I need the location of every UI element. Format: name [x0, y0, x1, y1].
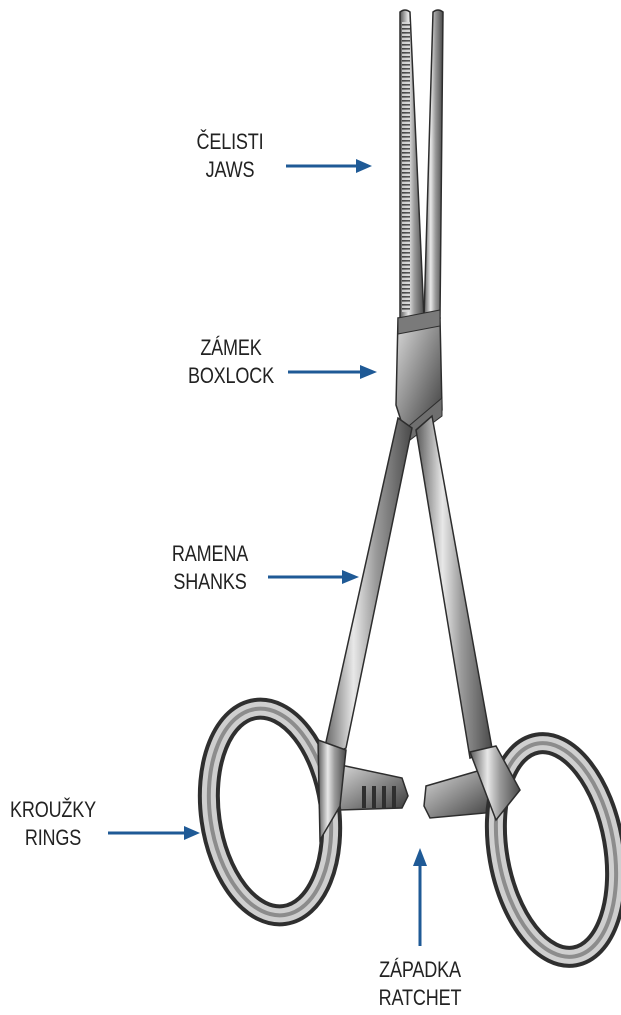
label-shanks-cz: RAMENA — [165, 540, 255, 568]
label-boxlock: ZÁMEK BOXLOCK — [186, 334, 276, 390]
left-ring — [196, 701, 346, 924]
label-ratchet-en: RATCHET — [372, 984, 467, 1012]
arrow-rings — [108, 826, 200, 840]
label-boxlock-cz: ZÁMEK — [186, 334, 276, 362]
label-jaws-cz: ČELISTI — [193, 128, 267, 156]
arrow-shanks — [268, 570, 359, 584]
label-ratchet: ZÁPADKA RATCHET — [372, 956, 467, 1012]
left-ratchet — [336, 764, 408, 810]
label-rings-cz: KROUŽKY — [10, 796, 97, 824]
boxlock-joint — [396, 310, 442, 440]
right-ring — [470, 734, 621, 967]
left-jaw — [400, 10, 424, 318]
label-ratchet-cz: ZÁPADKA — [372, 956, 467, 984]
label-boxlock-en: BOXLOCK — [186, 362, 276, 390]
arrow-jaws — [286, 159, 372, 173]
label-rings-en: RINGS — [10, 824, 97, 852]
right-jaw — [424, 10, 443, 318]
label-shanks: RAMENA SHANKS — [165, 540, 255, 596]
right-shank — [416, 416, 492, 758]
label-rings: KROUŽKY RINGS — [10, 796, 97, 852]
label-jaws: ČELISTI JAWS — [193, 128, 267, 184]
arrow-boxlock — [288, 365, 377, 379]
label-jaws-en: JAWS — [193, 156, 267, 184]
left-shank — [322, 418, 412, 760]
label-shanks-en: SHANKS — [165, 568, 255, 596]
arrow-ratchet — [413, 848, 427, 946]
